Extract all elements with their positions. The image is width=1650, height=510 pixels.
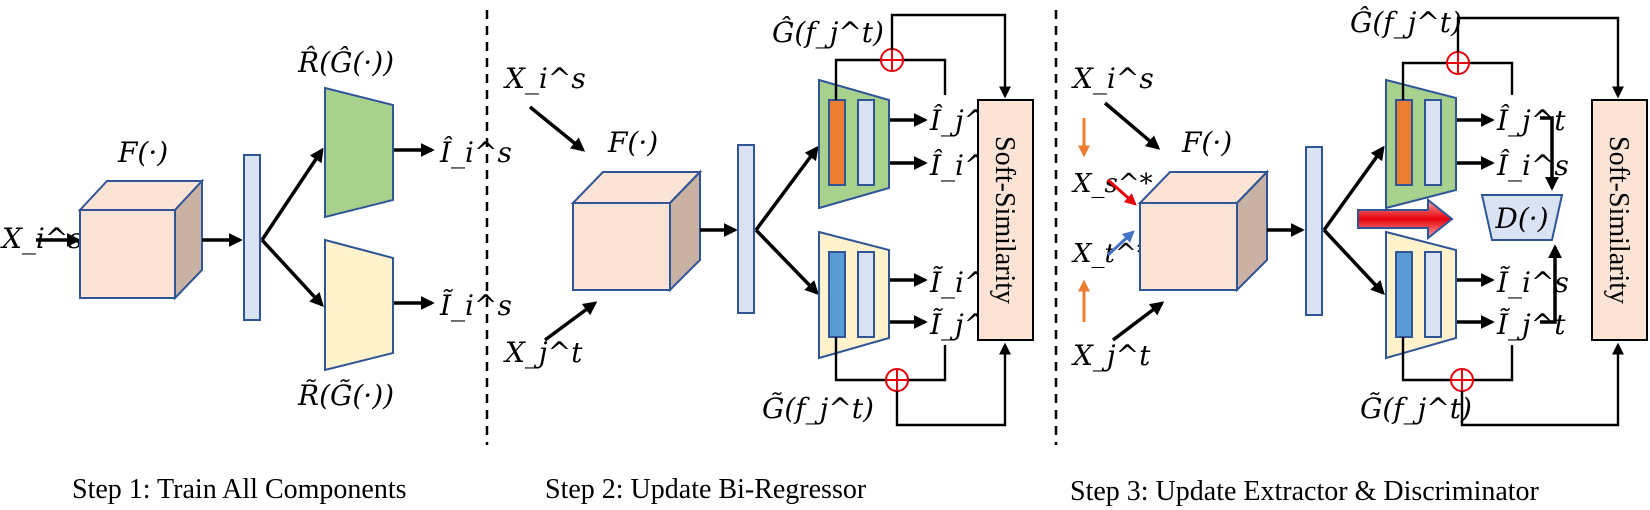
step2-top-source-block [828, 99, 846, 186]
step3-similarity-top-line [1456, 16, 1624, 99]
step3-input-source: X_i^s [1071, 62, 1154, 95]
step3-disc-bottom-arrow [1540, 244, 1562, 324]
step2-top-feature-block [857, 99, 875, 186]
step2-bottom-feature-label: G̃(f_j^t) [762, 392, 874, 425]
step1-bottom-regressor-label: R̃(G̃(·)) [297, 379, 394, 412]
step2-bottom-feature-block [857, 251, 875, 338]
step3-branch-top-arrow [1322, 145, 1385, 232]
step3-feature-bar [1305, 146, 1323, 316]
step3-bottom-plus-icon [1450, 368, 1474, 392]
step1-extractor-cube [77, 178, 205, 301]
step2-similarity-box [977, 99, 1034, 341]
step1-panel: X_i^s F(·) R̂(Ĝ(·)) Î_i^s Ĩ_i^s R̃(G̃(·)… [0, 45, 512, 505]
step3-top-out2: Î_i^s [1496, 149, 1569, 182]
step3-bottom-feature-block [1424, 251, 1442, 338]
step3-bottom-out2: Ĩ_j^t [1496, 308, 1566, 341]
step2-input-target: X_j^t [503, 336, 583, 369]
step2-branch-bottom-arrow [754, 228, 819, 296]
step3-bottom-feature-label: G̃(f_j^t) [1360, 392, 1472, 425]
step3-top-feature-label: Ĝ(f_j^t) [1350, 5, 1462, 39]
step3-top-plus-icon [1446, 51, 1470, 75]
step2-bottom-target-block [828, 251, 846, 338]
step2-similarity-bottom-line [895, 342, 1011, 427]
step1-feature-bar [243, 154, 261, 321]
step3-discriminator [1480, 194, 1564, 241]
step3-similarity-bottom-line [1460, 342, 1624, 427]
step3-bottom-out1: Ĩ_i^s [1496, 266, 1569, 299]
step3-extractor-cube [1137, 169, 1270, 293]
step3-disc-top-arrow [1540, 116, 1559, 191]
step1-top-output: Î_i^s [439, 136, 512, 169]
step3-adversarial-arrow [1357, 197, 1454, 241]
step3-similarity-box [1591, 99, 1648, 341]
step1-branch-top-arrow [260, 147, 324, 241]
step2-bottom-plus-icon [885, 368, 909, 392]
step3-bottom-target-block [1395, 251, 1413, 338]
step1-caption: Step 1: Train All Components [72, 474, 407, 505]
step2-input-source: X_i^s [503, 62, 586, 95]
step3-panel: X_i^s X_s^* X_t^* X_j^t F(·) Ĝ(f_j^t) [1070, 5, 1648, 507]
step3-input-target: X_j^t [1071, 339, 1151, 372]
step3-top-out1: Î_j^t [1496, 104, 1566, 137]
step2-extractor-label: F(·) [607, 126, 658, 159]
step1-top-regressor [324, 86, 394, 219]
step1-bottom-output: Ĩ_i^s [439, 289, 512, 322]
step3-top-feature-block [1424, 99, 1442, 186]
step3-discriminator-label: D(·) [1494, 202, 1548, 235]
step2-extractor-cube [570, 169, 703, 293]
step2-panel: X_i^s X_j^t F(·) Ĝ(f_j^t) Î_j^t Î_i^s [503, 13, 1034, 505]
step3-source-aug-red-arrow [1107, 178, 1137, 206]
step3-target-aug-blue-arrow [1106, 230, 1135, 257]
step2-similarity-label: Soft-Similarity [989, 136, 1020, 304]
step1-bottom-regressor [324, 238, 394, 372]
step2-feature-bar [737, 144, 755, 314]
step3-top-source-block [1395, 99, 1413, 186]
step2-target-arrow [543, 301, 598, 342]
step2-similarity-top-line [890, 13, 1011, 99]
step2-branch-top-arrow [754, 145, 819, 232]
step3-target-arrow [1111, 301, 1165, 342]
step1-top-regressor-label: R̂(Ĝ(·)) [297, 45, 394, 79]
step3-similarity-label: Soft-Similarity [1603, 136, 1634, 304]
step2-source-arrow [528, 105, 586, 152]
step3-caption: Step 3: Update Extractor & Discriminator [1070, 476, 1540, 507]
step3-extractor-label: F(·) [1181, 126, 1232, 159]
step2-top-feature-label: Ĝ(f_j^t) [772, 15, 884, 49]
step1-extractor-label: F(·) [117, 136, 168, 169]
step2-top-plus-icon [880, 48, 904, 72]
step3-branch-bottom-arrow [1322, 228, 1385, 296]
step3-source-arrow [1103, 101, 1161, 150]
step2-caption: Step 2: Update Bi-Regressor [545, 474, 867, 505]
step1-branch-bottom-arrow [260, 238, 324, 308]
